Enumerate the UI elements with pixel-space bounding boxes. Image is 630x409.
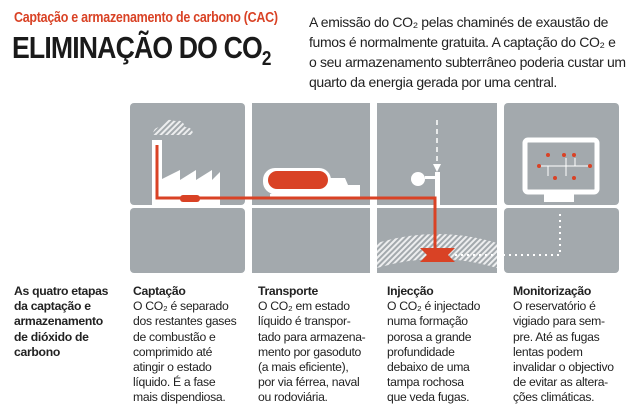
stage-line: ções climáticas.: [513, 390, 595, 405]
stage-line: tado para armazena-: [258, 329, 366, 344]
stage-line: O CO₂ é injectado: [387, 299, 481, 314]
title-text: ELIMINAÇÃO DO CO: [12, 30, 263, 65]
intro-line: quarto da energia gerada por uma central…: [309, 74, 557, 90]
overview-line: As quatro etapas: [14, 284, 109, 298]
stage-line: líquido é transpor-: [258, 314, 351, 329]
intro-line: o seu armazenamento subterrâneo poderia …: [309, 54, 626, 70]
panel-transport-bottom: [252, 208, 370, 273]
compressor-icon: [180, 195, 200, 202]
panel-monitor-top: [504, 103, 619, 205]
monitoring-line: [455, 212, 561, 256]
stage-line: atingir o estado: [133, 360, 212, 375]
stage-line: comprimido até: [133, 344, 213, 359]
stage-line: que veda fugas.: [387, 390, 470, 405]
panel-capture-bottom: [130, 208, 245, 273]
stage-line: líquido. É a fase: [133, 375, 216, 390]
stage-title: Monitorização: [513, 284, 592, 298]
stage-line: O reservatório é: [513, 299, 596, 314]
stage-line: invalidar o objectivo: [513, 360, 614, 375]
stage-line: debaixo de uma: [387, 360, 470, 375]
stage-line: numa formação: [387, 314, 468, 329]
stage-line: porosa a grande: [387, 329, 472, 344]
overview-line: carbono: [14, 344, 60, 359]
stage-title: Injecção: [387, 284, 434, 298]
stage-line: O CO₂ em estado: [258, 299, 350, 314]
subtitle: Captação e armazenamento de carbono (CAC…: [14, 10, 278, 26]
overview-line: da captação e: [14, 299, 91, 314]
intro-line: A emissão do CO₂ pelas chaminés de exaus…: [309, 14, 609, 30]
panel-monitor-bottom: [504, 208, 619, 273]
stage-title: Captação: [133, 284, 186, 298]
overview-text: As quatro etapas da captação e armazenam…: [14, 284, 108, 360]
stage-title: Transporte: [258, 284, 318, 298]
stage-line: de evitar as altera-: [513, 375, 608, 390]
overview-line: de dióxido de: [14, 329, 89, 344]
stage-line: dos restantes gases: [133, 314, 237, 329]
stage-line: lentas podem: [513, 344, 583, 359]
reservoir-icon: [377, 234, 497, 268]
stage-line: mento por gasoduto: [258, 344, 362, 359]
stage-line: de combustão e: [133, 329, 216, 344]
overview-line: armazenamento: [14, 314, 103, 329]
stage-line: O CO₂ é separado: [133, 299, 229, 314]
intro-text: A emissão do CO₂ pelas chaminés de exaus…: [309, 12, 627, 92]
wellhead-icon: [411, 120, 441, 205]
stage-line: vigiado para sem-: [513, 314, 605, 329]
intro-line: fumos é normalmente gratuita. A captação…: [309, 34, 616, 50]
stage-line: (a mais eficiente),: [258, 360, 349, 375]
stage-line: ou rodoviária.: [258, 390, 328, 405]
cloud-icon: [153, 119, 193, 135]
monitor-icon: [522, 137, 600, 202]
truck-icon: [263, 168, 360, 198]
stage-line: por via férrea, naval: [258, 375, 360, 390]
pipeline: [155, 145, 437, 250]
stage-line: tampa rochosa: [387, 375, 464, 390]
title-subscript: 2: [261, 48, 272, 71]
page-title: ELIMINAÇÃO DO CO2: [12, 30, 271, 71]
stage-line: pre. Até as fugas: [513, 329, 600, 344]
stage-line: profundidade: [387, 344, 455, 359]
stage-line: mais dispendiosa.: [133, 390, 226, 405]
